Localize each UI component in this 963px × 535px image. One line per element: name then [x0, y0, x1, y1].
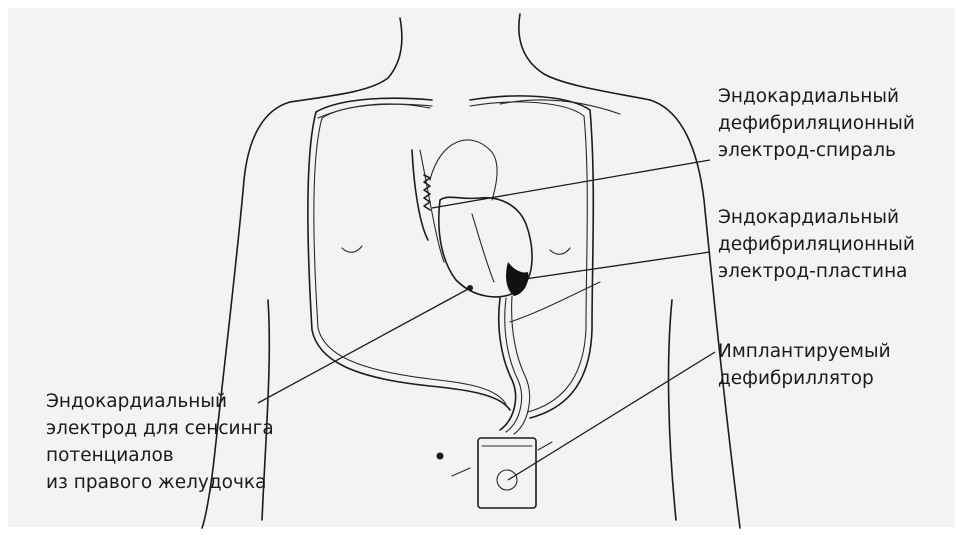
right-torso-side — [669, 300, 676, 520]
leader-sensing — [258, 288, 470, 403]
label-sensing-line-3: потенциалов — [46, 442, 274, 469]
label-icd-line-2: дефибриллятор — [718, 365, 891, 392]
aortic-arch — [430, 140, 497, 200]
label-plate-line-1: Эндокардиальный — [718, 204, 915, 231]
device-suture-left — [452, 468, 470, 476]
label-sensing-line-1: Эндокардиальный — [46, 388, 274, 415]
label-spiral-line-3: электрод-спираль — [718, 137, 915, 164]
leader-spiral — [432, 160, 710, 208]
lead-to-device-1 — [499, 298, 516, 430]
left-lead-loop-inner — [314, 104, 506, 404]
leader-plate — [518, 252, 710, 280]
neck-left-contour — [290, 18, 402, 102]
left-lead-loop-outer — [308, 98, 510, 410]
label-icd-line-1: Имплантируемый — [718, 338, 891, 365]
label-spiral-line-2: дефибриляционный — [718, 110, 915, 137]
left-nipple — [342, 246, 362, 252]
right-nipple — [550, 248, 570, 254]
label-plate-electrode: Эндокардиальный дефибриляционный электро… — [718, 204, 915, 285]
label-implanted-defibrillator: Имплантируемый дефибриллятор — [718, 338, 891, 392]
device-window — [497, 470, 517, 490]
label-spiral-line-1: Эндокардиальный — [718, 83, 915, 110]
label-plate-line-2: дефибриляционный — [718, 231, 915, 258]
left-clavicle — [318, 104, 430, 118]
label-sensing-electrode: Эндокардиальный электрод для сенсинга по… — [46, 388, 274, 496]
label-sensing-line-4: из правого желудочка — [46, 469, 274, 496]
right-shoulder-arm — [650, 100, 740, 528]
label-spiral-electrode: Эндокардиальный дефибриляционный электро… — [718, 83, 915, 164]
lead-to-device-3 — [512, 296, 530, 434]
label-sensing-line-2: электрод для сенсинга — [46, 415, 274, 442]
neck-right-contour — [519, 14, 650, 100]
label-plate-line-3: электрод-пластина — [718, 258, 915, 285]
heart-septum — [472, 214, 494, 282]
spiral-electrode-coil — [424, 175, 430, 210]
defibrillator-device — [478, 438, 536, 508]
navel — [437, 453, 444, 460]
vena-cava — [412, 150, 428, 240]
device-suture-right — [538, 442, 552, 450]
